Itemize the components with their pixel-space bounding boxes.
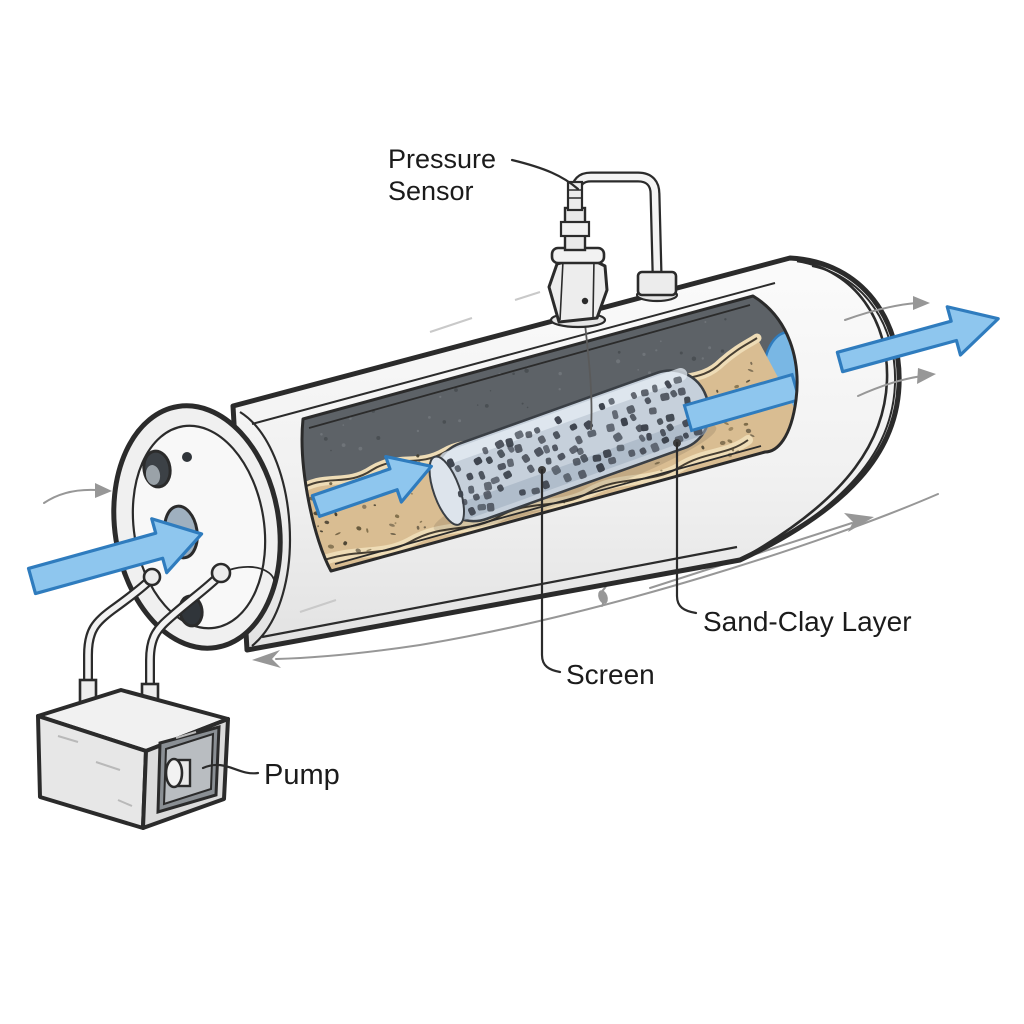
- sensor-nut: [559, 220, 591, 238]
- screen-bottom-shade: [454, 417, 709, 521]
- window-rim: [300, 294, 799, 573]
- sand-clay-leader: [675, 441, 698, 615]
- screen-label: Screen: [566, 659, 655, 690]
- swirl-long-arrowhead-icon: [252, 650, 281, 668]
- pressure-sensor-label-line2: Sensor: [388, 176, 474, 206]
- tube-fitting-block: [636, 270, 678, 297]
- sensor-base-dot: [581, 297, 589, 305]
- window-outline: [300, 294, 799, 573]
- sensor-tip-ridges: [568, 189, 582, 199]
- face-dot-hole: [182, 452, 192, 462]
- swirl-squiggle-blob: [598, 590, 608, 604]
- swirl-long-curve: [275, 493, 939, 660]
- face-port-fitting-right: [210, 562, 232, 584]
- screen-open-end: [428, 455, 466, 526]
- sensor-hex-facets: [559, 258, 595, 321]
- pump-tubing: [83, 562, 276, 717]
- face-port-fitting-left: [142, 567, 162, 587]
- pump-scratches: [57, 731, 197, 807]
- sensor-cable: [584, 323, 593, 431]
- fitting-curl-line: [228, 565, 276, 590]
- pump-leader: [201, 763, 260, 775]
- accent-arrow-left-head-icon: [95, 483, 112, 498]
- accent-arrow-top-right-head-icon: [913, 296, 930, 310]
- pressure-sensor-label-line1: Pressure: [388, 144, 496, 174]
- accent-arrow-mid-right: [857, 375, 923, 397]
- swirl-short-arrowhead-icon: [844, 513, 874, 532]
- shell-scratch: [299, 291, 541, 613]
- face-rim-arc: [239, 411, 292, 647]
- end-cap-ring-outer: [751, 259, 889, 555]
- sensor-hex-base: [547, 254, 609, 324]
- end-cap-ring-inner: [769, 265, 897, 547]
- pump-knob: [164, 757, 184, 789]
- pump-label: Pump: [264, 759, 340, 791]
- screen-tube: [428, 368, 711, 526]
- accent-arrow-left: [43, 488, 98, 504]
- accent-arrow-top-right: [844, 302, 917, 321]
- annotations: Pressure Sensor Sand-Clay Layer Screen P…: [201, 144, 912, 791]
- screen-leader: [540, 468, 562, 674]
- window-top-cut-edge: [308, 304, 751, 429]
- vessel-top-inner-line: [251, 282, 776, 425]
- outlet-flow-arrow-icon: [835, 305, 1000, 374]
- pressure-sensor-assembly: [547, 171, 679, 431]
- vessel-bottom-inner-line: [261, 545, 738, 639]
- window-bottom-cut-edge: [334, 445, 762, 565]
- internal-flow-arrow-icon: [310, 455, 433, 519]
- face-hole-upper-glint: [145, 465, 161, 485]
- accent-arrows: [43, 296, 936, 504]
- accent-arrow-mid-right-head-icon: [917, 368, 936, 384]
- pump-assembly: [36, 678, 230, 830]
- sand-clay-label: Sand-Clay Layer: [703, 606, 912, 637]
- inlet-flow-arrow-icon: [26, 517, 204, 596]
- screen-perforations: [446, 376, 703, 516]
- pressure-sensor-leader: [510, 158, 580, 191]
